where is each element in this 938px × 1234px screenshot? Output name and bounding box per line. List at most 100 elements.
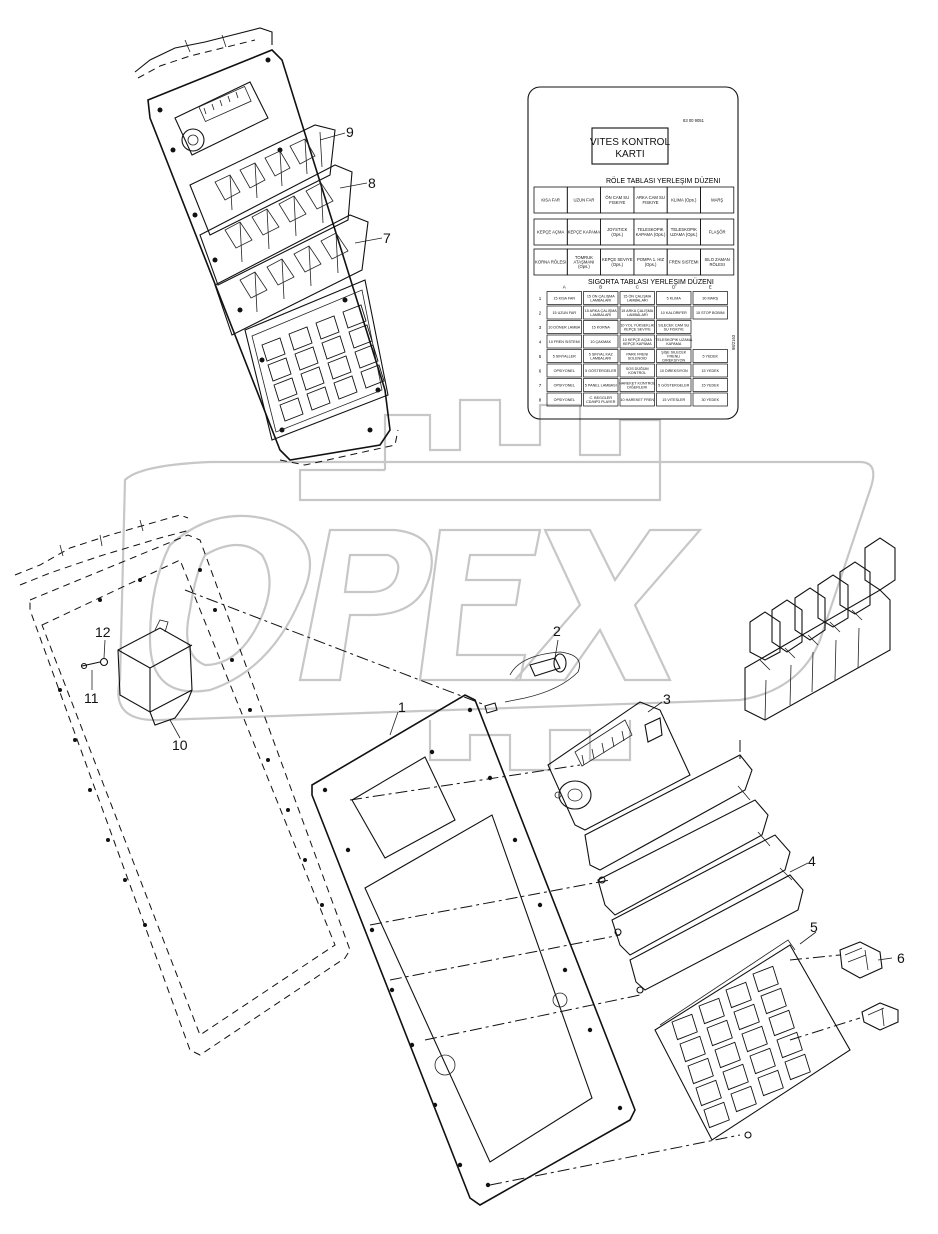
svg-text:10 KALORIFER: 10 KALORIFER	[661, 311, 687, 315]
fuse-cell: OPSIYONEL	[546, 378, 582, 392]
card-code: 83 00 9051	[683, 118, 705, 123]
fuse-slot	[757, 1069, 784, 1097]
fuse-slot	[273, 377, 298, 402]
fuse-slot	[725, 981, 752, 1009]
svg-text:ARKA CAM SU: ARKA CAM SU	[636, 195, 665, 200]
fuse-slot	[327, 355, 352, 380]
svg-text:5 PANEL LAMBASI: 5 PANEL LAMBASI	[585, 384, 617, 388]
fuse-row-label: 4	[539, 339, 542, 344]
fuse-slot	[279, 397, 304, 422]
callout-leaders	[91, 132, 893, 961]
panel-hole	[467, 707, 473, 713]
fuse-slot	[687, 1057, 714, 1085]
fuse-slot	[776, 1031, 803, 1059]
part-10-flasher-module	[80, 619, 193, 726]
fuse-slot	[741, 1025, 768, 1053]
fuse-slot	[695, 1079, 722, 1107]
fuse-col-label: D	[672, 285, 676, 290]
svg-text:10 KEPÇE AÇMA: 10 KEPÇE AÇMA	[623, 338, 653, 342]
panel-hole	[537, 902, 543, 908]
fuse-slot	[760, 987, 787, 1015]
svg-text:KEPÇE SEVIYE: KEPÇE SEVIYE	[624, 328, 651, 332]
fuse-box-top	[244, 279, 389, 441]
fuse-cell: 5 PANEL LAMBASI	[583, 378, 619, 392]
relay-cell: KEPÇE SEVIYE(Ops.)	[600, 248, 635, 276]
fuse-slot	[679, 1035, 706, 1063]
panel-hole	[389, 987, 395, 993]
svg-text:10 FREN SISTEMI: 10 FREN SISTEMI	[549, 340, 580, 344]
panel-hole	[617, 1105, 623, 1111]
relay-cell: MARŞ	[700, 186, 735, 214]
fuse-slot	[706, 1019, 733, 1047]
frame-hole	[98, 598, 102, 602]
fuse-cell: 5 KLIMA	[656, 291, 692, 305]
svg-text:UZUN FAR: UZUN FAR	[573, 197, 594, 202]
callout-9: 9	[346, 124, 354, 140]
svg-text:FISKIYE: FISKIYE	[643, 200, 659, 205]
watermark-logo	[117, 398, 875, 772]
svg-text:SILECEK CAM SU: SILECEK CAM SU	[658, 324, 689, 328]
relay-cell: KISA FAR	[533, 186, 568, 214]
panel-hole	[457, 1162, 463, 1168]
svg-text:LAMBALARI: LAMBALARI	[590, 299, 611, 303]
fuse-slot	[261, 337, 286, 362]
fuse-slot	[294, 346, 319, 371]
relay-cell: FLAŞÖR	[700, 218, 735, 246]
fuse-slot	[288, 326, 313, 351]
fuse-row-label: 1	[539, 296, 542, 301]
fuse-slot	[749, 1047, 776, 1075]
frame-hole	[138, 578, 142, 582]
svg-text:15 UZUN FAR: 15 UZUN FAR	[552, 311, 576, 315]
fuse-slot	[267, 357, 292, 382]
svg-text:PARK FRENI: PARK FRENI	[626, 353, 648, 357]
panel-hole	[485, 1182, 491, 1188]
frame-hole	[88, 788, 92, 792]
svg-text:KEPÇE SEVIYE: KEPÇE SEVIYE	[602, 257, 633, 262]
svg-text:DIĞERLERI: DIĞERLERI	[627, 385, 647, 390]
fuse-cell: 10 ÇAKMAK	[583, 334, 619, 349]
fuse-header: SIGORTA TABLASI YERLEŞIM DÜZENI	[588, 278, 714, 286]
callout-numbers: 1 2 3 4 5 6 7 8 9 10 11 12	[84, 124, 905, 966]
panel-hole	[487, 775, 493, 781]
svg-text:FISKIYE: FISKIYE	[609, 200, 625, 205]
fuse-cell: 15 KORNA	[583, 320, 619, 334]
part-7-8-relays	[744, 537, 896, 721]
svg-text:SOLENOID: SOLENOID	[628, 357, 647, 361]
fuse-cell: 10 HAREKET FREN	[619, 392, 655, 407]
svg-text:RÖLESI: RÖLESI	[709, 262, 724, 267]
frame-hole	[106, 838, 110, 842]
svg-text:FRENLI: FRENLI	[667, 355, 680, 359]
part-1-dash-panel	[311, 694, 636, 1206]
svg-text:OPSIYONEL: OPSIYONEL	[554, 398, 575, 402]
fuse-slot	[354, 344, 379, 369]
fuse-cell: 5 SINYALLER	[546, 349, 582, 363]
svg-text:15 KORNA: 15 KORNA	[592, 326, 611, 330]
svg-text:SU FISKIYE: SU FISKIYE	[664, 328, 685, 332]
svg-text:SILO ZAMAN: SILO ZAMAN	[704, 257, 729, 262]
svg-text:15 ÖN ÇALIŞMA: 15 ÖN ÇALIŞMA	[587, 295, 615, 299]
svg-text:KORNA RÖLESI: KORNA RÖLESI	[535, 259, 566, 264]
fuse-row-label: 2	[539, 310, 542, 315]
svg-text:(Ops.): (Ops.)	[611, 262, 623, 267]
card-title-box	[591, 127, 669, 165]
callout-2: 2	[553, 623, 561, 639]
panel-hole	[587, 1027, 593, 1033]
svg-text:5 GÖSTERGELER: 5 GÖSTERGELER	[658, 384, 689, 388]
svg-text:15 ARKA ÇALIŞMA: 15 ARKA ÇALIŞMA	[621, 309, 654, 313]
frame-hole	[73, 738, 77, 742]
svg-text:LAMBALARI: LAMBALARI	[590, 313, 611, 317]
callout-6: 6	[897, 950, 905, 966]
svg-text:HAREKET KONTROL: HAREKET KONTROL	[619, 382, 655, 386]
fuse-cell: 5 GÖSTERGELER	[583, 363, 619, 378]
